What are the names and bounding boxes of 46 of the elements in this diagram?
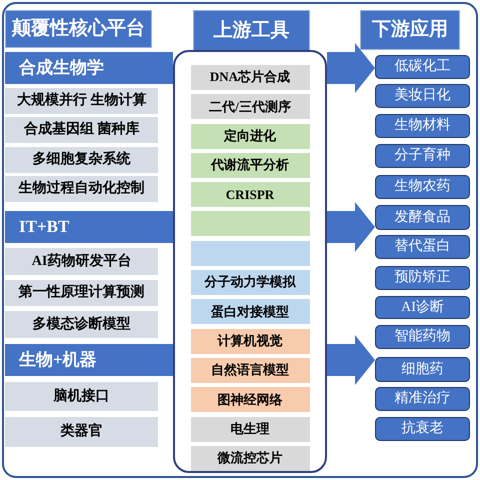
tool-item: 微流控芯片 [190,446,310,471]
platform-item: 脑机接口 [5,382,158,411]
application-item: 预防矫正 [375,266,470,290]
platform-item: 合成基因组 菌种库 [5,117,158,143]
application-item: 抗衰老 [375,417,470,441]
application-item: 细胞药 [375,357,470,382]
column-header: 下游应用 [360,10,460,50]
block-arrow [163,43,375,93]
tool-item [190,240,310,266]
tool-item [190,211,310,236]
platform-item: 多模态诊断模型 [5,311,158,338]
tool-item: 图神经网络 [190,387,310,412]
section-band: 生物+机器 [5,344,163,376]
application-item: 生物农药 [375,175,470,199]
tools-panel [173,50,327,473]
section-band: 合成生物学 [5,52,163,84]
tool-item: 分子动力学模拟 [190,270,310,296]
platform-item: 类器官 [5,417,158,447]
platform-item: 第一性原理计算预测 [5,280,158,306]
tool-item: DNA芯片合成 [190,65,310,90]
tool-item: 蛋白对接模型 [190,299,310,324]
tool-item: 二代/三代测序 [190,94,310,120]
tool-item: 定向进化 [190,124,310,149]
application-item: 发酵食品 [375,205,470,230]
platform-item: AI药物研发平台 [5,248,158,275]
tool-item: 电生理 [190,416,310,442]
application-item: 精准治疗 [375,387,470,411]
tool-item: CRISPR [190,182,310,208]
block-arrow [163,335,375,385]
block-arrow [163,202,375,252]
column-header: 颠覆性核心平台 [5,10,152,48]
application-item: 生物材料 [375,114,470,138]
application-item: 智能药物 [375,325,470,349]
platform-item: 多细胞复杂系统 [5,147,158,173]
application-item: 低碳化工 [375,55,470,79]
tool-item: 代谢流平分析 [190,152,310,178]
tool-item: 计算机视觉 [190,328,310,354]
section-band: IT+BT [5,211,163,243]
column-header: 上游工具 [193,10,310,52]
platform-item: 大规模并行 生物计算 [5,88,158,114]
tool-item: 自然语言模型 [190,358,310,383]
application-item: 美妆日化 [375,84,470,108]
application-item: 分子育种 [375,144,470,168]
application-item: AI诊断 [375,296,470,319]
application-item: 替代蛋白 [375,235,470,259]
platform-item: 生物过程自动化控制 [5,176,158,202]
